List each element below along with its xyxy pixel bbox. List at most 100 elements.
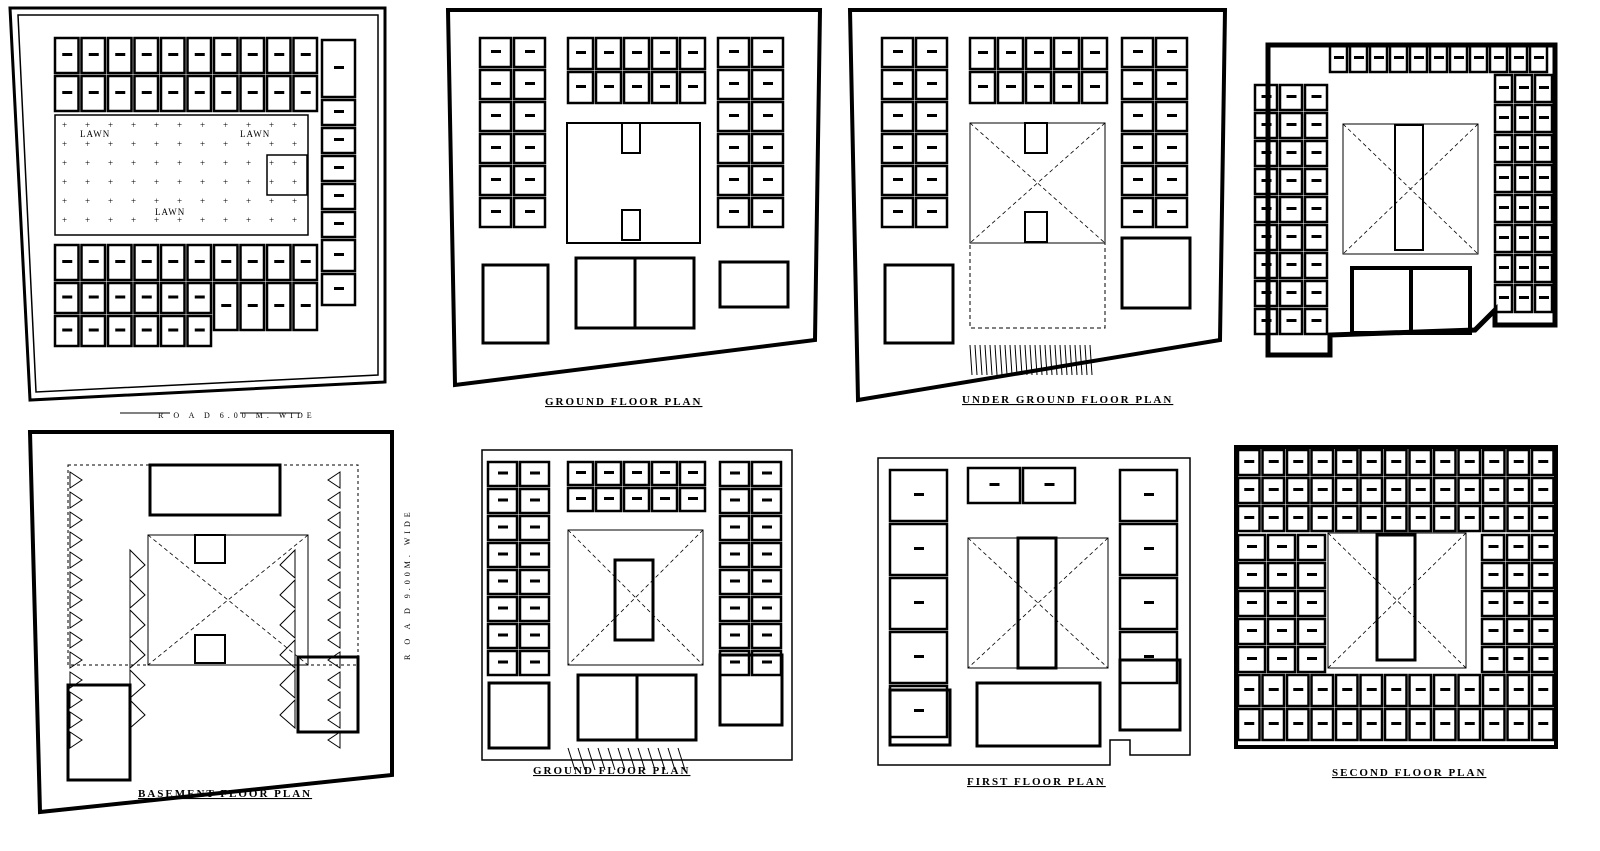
large-hall bbox=[1120, 236, 1192, 310]
plan-title-ground-floor-2: GROUND FLOOR PLAN bbox=[533, 765, 690, 777]
apartment-room bbox=[1359, 673, 1384, 708]
plan-title-first-floor: FIRST FLOOR PLAN bbox=[967, 776, 1106, 788]
room-tag bbox=[1391, 688, 1402, 691]
lawn-plus-mark: + bbox=[246, 139, 251, 149]
room-tag bbox=[498, 498, 508, 502]
room-tag bbox=[168, 91, 179, 94]
room-tag bbox=[1538, 573, 1549, 576]
room-tag bbox=[730, 471, 740, 475]
shop-unit bbox=[133, 243, 160, 282]
room-tag bbox=[927, 178, 937, 181]
apartment-room bbox=[1266, 645, 1297, 674]
room-tag bbox=[1261, 319, 1272, 322]
shop-unit bbox=[716, 164, 751, 197]
shop-unit bbox=[486, 460, 519, 488]
apartment-room bbox=[1457, 673, 1482, 708]
room-tag bbox=[1354, 56, 1364, 59]
lawn-plus-mark: + bbox=[154, 139, 159, 149]
shop-unit bbox=[566, 486, 595, 513]
apartment-room bbox=[1530, 589, 1556, 618]
room-tag bbox=[1488, 545, 1499, 548]
room-tag bbox=[141, 53, 152, 56]
apartment-room bbox=[1296, 645, 1327, 674]
lawn-plus-mark: + bbox=[108, 177, 113, 187]
parking-stall bbox=[69, 631, 83, 649]
shop-unit bbox=[1052, 70, 1081, 105]
stair bbox=[621, 209, 641, 241]
room-tag bbox=[1539, 176, 1549, 179]
lawn-plus-mark: + bbox=[85, 177, 90, 187]
lawn-plus-mark: + bbox=[62, 139, 67, 149]
lawn-plus-mark: + bbox=[62, 120, 67, 130]
lawn-plus-mark: + bbox=[269, 215, 274, 225]
shop-unit bbox=[880, 68, 915, 101]
room-tag bbox=[1144, 655, 1154, 658]
apartment-room bbox=[1261, 673, 1286, 708]
room-tag bbox=[274, 91, 285, 94]
open-courtyard bbox=[147, 534, 309, 666]
shop-unit bbox=[478, 68, 513, 101]
shop-unit bbox=[1120, 36, 1155, 69]
apartment-room bbox=[1236, 589, 1267, 618]
room bbox=[1533, 253, 1554, 284]
room-tag bbox=[1311, 263, 1322, 266]
parking-stall bbox=[279, 578, 296, 610]
ramp-line bbox=[1064, 344, 1068, 376]
room-tag bbox=[1513, 629, 1524, 632]
apartment-room bbox=[1408, 476, 1433, 505]
room bbox=[1513, 133, 1534, 164]
room bbox=[1348, 43, 1369, 74]
lawn-plus-mark: + bbox=[200, 215, 205, 225]
room-tag bbox=[1311, 207, 1322, 210]
room-tag bbox=[1539, 206, 1549, 209]
shop-unit bbox=[750, 196, 785, 229]
room-tag bbox=[247, 53, 258, 56]
shop-unit bbox=[53, 314, 80, 348]
lawn-plus-mark: + bbox=[108, 158, 113, 168]
room-tag bbox=[660, 497, 670, 500]
room bbox=[1278, 279, 1304, 308]
room-tag bbox=[1499, 236, 1509, 239]
shop-unit bbox=[750, 164, 785, 197]
shop-unit bbox=[750, 541, 783, 569]
apartment-room bbox=[1236, 561, 1267, 590]
lawn-plus-mark: + bbox=[223, 177, 228, 187]
shop-unit bbox=[678, 486, 707, 513]
room-tag bbox=[1519, 146, 1529, 149]
parking-stall bbox=[327, 571, 341, 589]
large-hall bbox=[883, 263, 955, 345]
room-tag bbox=[115, 295, 126, 299]
room-tag bbox=[1311, 235, 1322, 238]
room-tag bbox=[893, 146, 903, 149]
room-tag bbox=[1311, 319, 1322, 322]
room-tag bbox=[729, 178, 739, 181]
room-tag bbox=[1391, 722, 1402, 725]
room-tag bbox=[1247, 545, 1257, 548]
shop-unit bbox=[186, 281, 213, 315]
room-tag bbox=[88, 91, 99, 94]
apartment-room bbox=[1383, 707, 1408, 742]
ramp-line bbox=[1074, 344, 1078, 376]
room-tag bbox=[498, 660, 508, 664]
room-tag bbox=[914, 601, 924, 604]
apartment-room bbox=[1285, 504, 1310, 533]
lawn-plus-mark: + bbox=[200, 120, 205, 130]
shop-unit bbox=[594, 486, 623, 513]
room-tag bbox=[1167, 210, 1177, 213]
ramp-line bbox=[1014, 344, 1018, 376]
room-tag bbox=[1539, 116, 1549, 119]
shop-unit bbox=[478, 36, 513, 69]
shop-unit bbox=[133, 314, 160, 348]
room-tag bbox=[1514, 56, 1524, 59]
boundary bbox=[877, 457, 1191, 766]
ramp-line bbox=[1019, 344, 1023, 376]
room-tag bbox=[300, 260, 311, 263]
shop-unit bbox=[1154, 68, 1189, 101]
room bbox=[1278, 111, 1304, 140]
shop-unit bbox=[518, 568, 551, 596]
apartment-room bbox=[1383, 448, 1408, 477]
apartment-room bbox=[1530, 448, 1555, 477]
lawn-plus-mark: + bbox=[62, 177, 67, 187]
room-tag bbox=[1440, 688, 1451, 691]
apartment-room bbox=[1457, 476, 1482, 505]
